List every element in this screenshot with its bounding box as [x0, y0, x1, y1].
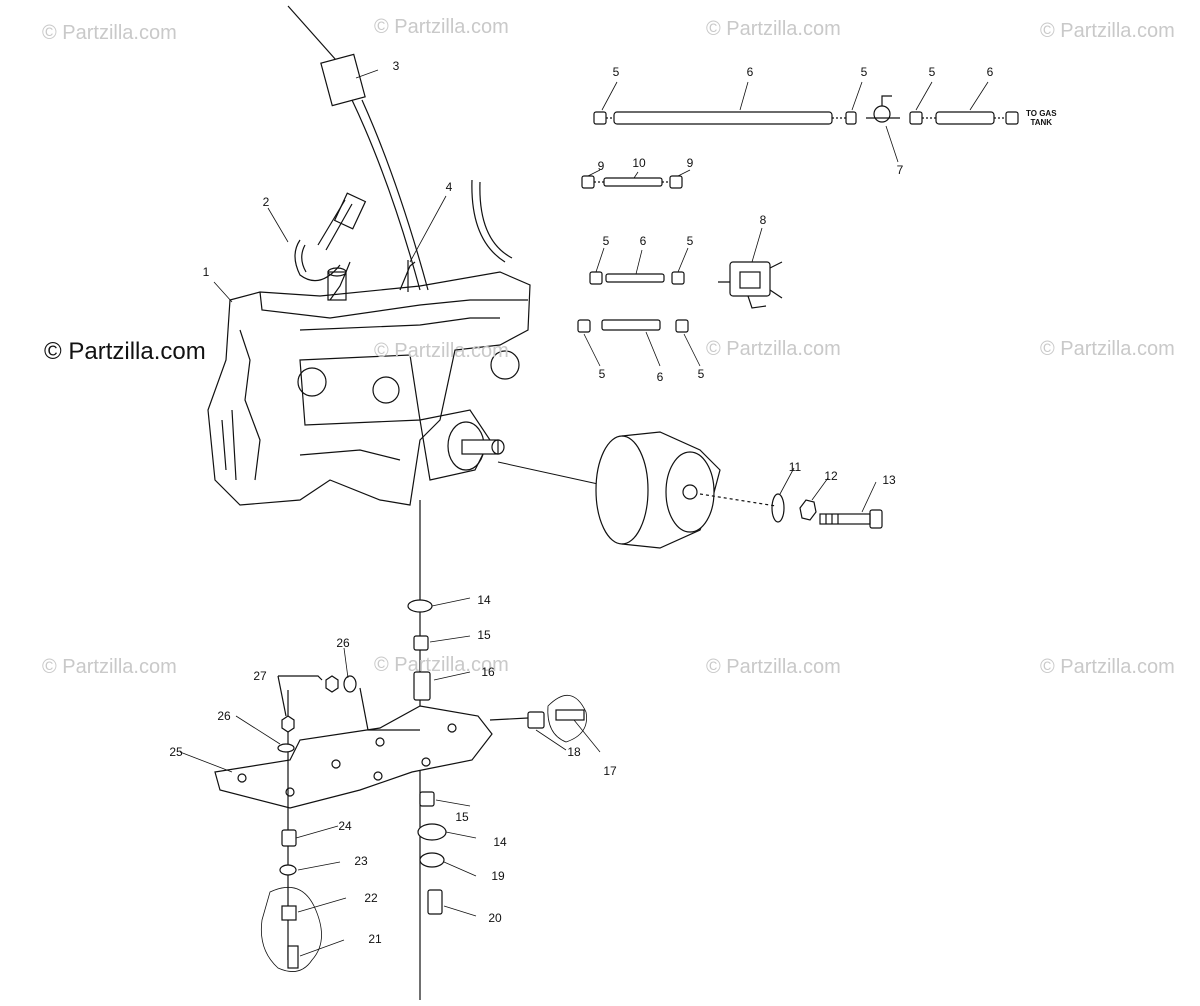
callout-12: 12 — [824, 469, 838, 483]
callout-25: 25 — [169, 745, 183, 759]
drive-clutch — [497, 431, 777, 549]
watermark-text: © Partzilla.com — [1040, 338, 1175, 360]
watermark-text: © Partzilla.com — [374, 654, 509, 676]
callout-24: 24 — [338, 819, 352, 833]
callout-5: 5 — [612, 65, 620, 79]
callout-21: 21 — [368, 932, 382, 946]
watermark-text: © Partzilla.com — [706, 656, 841, 678]
callout-2: 2 — [262, 195, 270, 209]
callout-9: 9 — [597, 159, 605, 173]
callout-4: 4 — [445, 180, 453, 194]
callout-17: 17 — [603, 764, 617, 778]
callout-20: 20 — [488, 911, 502, 925]
callout-7: 7 — [896, 163, 904, 177]
watermark-text: © Partzilla.com — [42, 22, 177, 44]
callout-9: 9 — [686, 156, 694, 170]
watermark-text: © Partzilla.com — [44, 338, 206, 365]
callout-5: 5 — [598, 367, 606, 381]
fuel-line-row — [593, 95, 1019, 125]
callout-1: 1 — [202, 265, 210, 279]
callout-26: 26 — [217, 709, 231, 723]
watermark-text: © Partzilla.com — [374, 16, 509, 38]
callout-27: 27 — [253, 669, 267, 683]
callout-16: 16 — [481, 665, 495, 679]
callout-6: 6 — [746, 65, 754, 79]
callout-5: 5 — [602, 234, 610, 248]
watermark-text: © Partzilla.com — [1040, 656, 1175, 678]
callout-11: 11 — [788, 460, 802, 474]
callout-14: 14 — [477, 593, 491, 607]
callout-5: 5 — [928, 65, 936, 79]
mount-bracket — [214, 705, 493, 809]
callout-18: 18 — [567, 745, 581, 759]
callout-19: 19 — [491, 869, 505, 883]
throttle-cable — [287, 5, 337, 61]
callout-8: 8 — [759, 213, 767, 227]
callout-13: 13 — [882, 473, 896, 487]
bolt-13 — [819, 509, 883, 529]
callout-6: 6 — [656, 370, 664, 384]
callout-6: 6 — [639, 234, 647, 248]
callout-6: 6 — [986, 65, 994, 79]
tank-note-line2: TANK — [1030, 118, 1053, 127]
fuel-pump — [718, 261, 783, 309]
callout-5: 5 — [697, 367, 705, 381]
watermark-text: © Partzilla.com — [374, 340, 509, 362]
callout-15: 15 — [455, 810, 469, 824]
watermark-text: © Partzilla.com — [706, 338, 841, 360]
callout-5: 5 — [686, 234, 694, 248]
callout-22: 22 — [364, 891, 378, 905]
engine-assembly — [207, 179, 531, 506]
callout-14: 14 — [493, 835, 507, 849]
callout-3: 3 — [392, 59, 400, 73]
tank-note-line1: TO GAS — [1026, 109, 1057, 118]
callout-23: 23 — [354, 854, 368, 868]
callout-15: 15 — [477, 628, 491, 642]
watermark-text: © Partzilla.com — [706, 18, 841, 40]
washer-11 — [771, 493, 785, 523]
callout-26: 26 — [336, 636, 350, 650]
watermark-text: © Partzilla.com — [42, 656, 177, 678]
callout-5: 5 — [860, 65, 868, 79]
tank-note: TO GAS TANK — [1026, 109, 1057, 127]
callout-10: 10 — [632, 156, 646, 170]
watermark-text: © Partzilla.com — [1040, 20, 1175, 42]
nut-12 — [799, 499, 817, 521]
